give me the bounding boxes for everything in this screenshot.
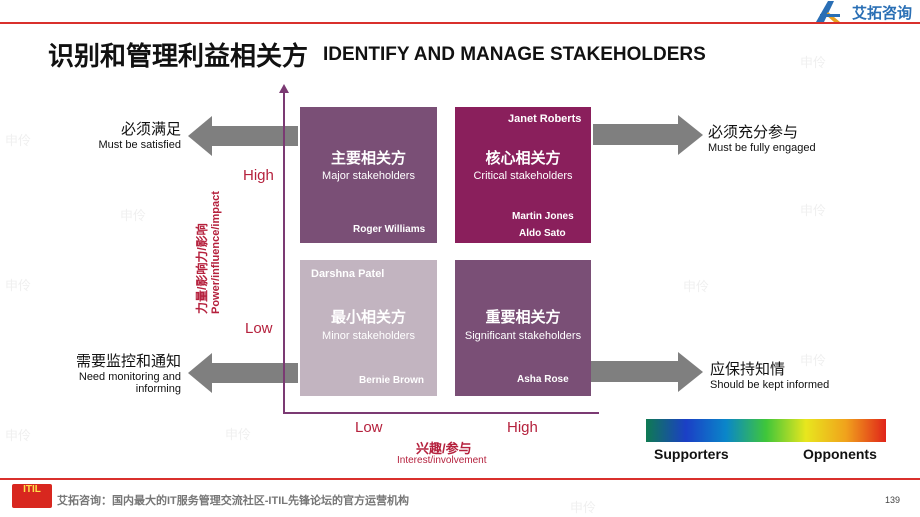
stakeholder-name: Asha Rose (517, 374, 569, 385)
arrow-left-top-icon (188, 116, 298, 156)
stakeholder-name: Bernie Brown (359, 375, 425, 386)
quadrant-major-title-en: Major stakeholders (322, 170, 415, 182)
watermark: 申伶 (683, 279, 710, 294)
y-axis-title-cn: 力量/影响力/影响 (195, 223, 209, 314)
quadrant-critical-title-en: Critical stakeholders (473, 170, 573, 182)
note-must-be-engaged: 必须充分参与 Must be fully engaged (708, 121, 816, 154)
note-monitor-cn: 需要监控和通知 (75, 353, 181, 370)
page-number: 139 (885, 495, 901, 505)
note-engaged-en: Must be fully engaged (708, 142, 816, 154)
stakeholder-name: Martin Jones (512, 211, 574, 222)
note-satisfied-en: Must be satisfied (98, 139, 181, 151)
watermark: 申伶 (570, 500, 597, 515)
watermark: 申伶 (120, 208, 147, 223)
arrow-right-top-icon (593, 115, 703, 155)
stakeholder-name: Darshna Patel (311, 268, 385, 280)
arrow-left-bottom-icon (188, 353, 298, 393)
company-logo-icon (816, 1, 840, 22)
y-axis-high-label: High (243, 167, 274, 184)
watermark: 申伶 (5, 133, 32, 148)
arrow-right-bottom-icon (580, 352, 703, 392)
note-informed-cn: 应保持知情 (710, 361, 786, 378)
note-must-be-satisfied: 必须满足 Must be satisfied (94, 118, 181, 151)
watermark: 申伶 (800, 353, 827, 368)
axis-y-arrowhead-icon (279, 84, 289, 93)
quadrant-minor: Darshna Patel 最小相关方 Minor stakeholders B… (300, 260, 437, 396)
itil-badge-icon: ITIL (12, 484, 52, 508)
y-axis-low-label: Low (245, 320, 273, 337)
header-divider (0, 22, 920, 24)
footer-text: 艾拓咨询：国内最大的IT服务管理交流社区-ITIL先锋论坛的官方运营机构 (57, 495, 409, 507)
supporters-label: Supporters (654, 446, 729, 462)
quadrant-minor-title-en: Minor stakeholders (322, 330, 415, 342)
note-informed-en: Should be kept informed (710, 379, 830, 391)
page-title-en: IDENTIFY AND MANAGE STAKEHOLDERS (323, 44, 706, 65)
note-monitor-en-line1: Need monitoring and (78, 371, 181, 383)
quadrant-major-title-cn: 主要相关方 (330, 150, 406, 167)
y-axis-title: 力量/影响力/影响 Power/influence/impact (193, 154, 222, 314)
watermark: 申伶 (5, 278, 32, 293)
quadrant-significant-title-cn: 重要相关方 (485, 309, 561, 326)
y-axis-title-en: Power/influence/impact (210, 191, 222, 314)
quadrant-minor-title-cn: 最小相关方 (330, 309, 406, 326)
quadrant-major: 主要相关方 Major stakeholders Roger Williams (300, 107, 437, 243)
itil-badge-text: ITIL (23, 484, 41, 495)
stakeholder-name: Janet Roberts (508, 113, 582, 125)
quadrant-significant-title-en: Significant stakeholders (464, 330, 582, 342)
quadrant-critical-title-cn: 核心相关方 (485, 150, 561, 167)
attitude-gradient-bar (646, 419, 886, 442)
watermark: 申伶 (5, 428, 32, 443)
x-axis-high-label: High (507, 419, 538, 436)
note-satisfied-cn: 必须满足 (120, 121, 181, 138)
x-axis-title-cn: 兴趣/参与 (416, 441, 472, 456)
note-monitor-inform: 需要监控和通知 Need monitoring and informing (66, 350, 181, 395)
watermark: 申伶 (800, 203, 827, 218)
quadrant-critical: Janet Roberts 核心相关方 Critical stakeholder… (455, 107, 591, 243)
watermark: 申伶 (225, 427, 252, 442)
note-keep-informed: 应保持知情 Should be kept informed (710, 358, 829, 391)
x-axis-line (283, 412, 599, 414)
quadrant-significant: 重要相关方 Significant stakeholders Asha Rose (455, 260, 591, 396)
stakeholder-name: Aldo Sato (519, 228, 566, 239)
note-monitor-en-line2: informing (135, 383, 181, 395)
note-engaged-cn: 必须充分参与 (708, 124, 799, 141)
x-axis-low-label: Low (355, 419, 383, 436)
x-axis-title-en: Interest/involvement (397, 455, 487, 466)
watermark: 申伶 (800, 55, 827, 70)
page-title-cn: 识别和管理利益相关方 (48, 41, 309, 71)
company-logo-text: 艾拓咨询 (852, 5, 913, 22)
opponents-label: Opponents (803, 446, 877, 462)
y-axis-line (283, 92, 285, 414)
footer-divider (0, 478, 920, 480)
stakeholder-name: Roger Williams (353, 224, 426, 235)
